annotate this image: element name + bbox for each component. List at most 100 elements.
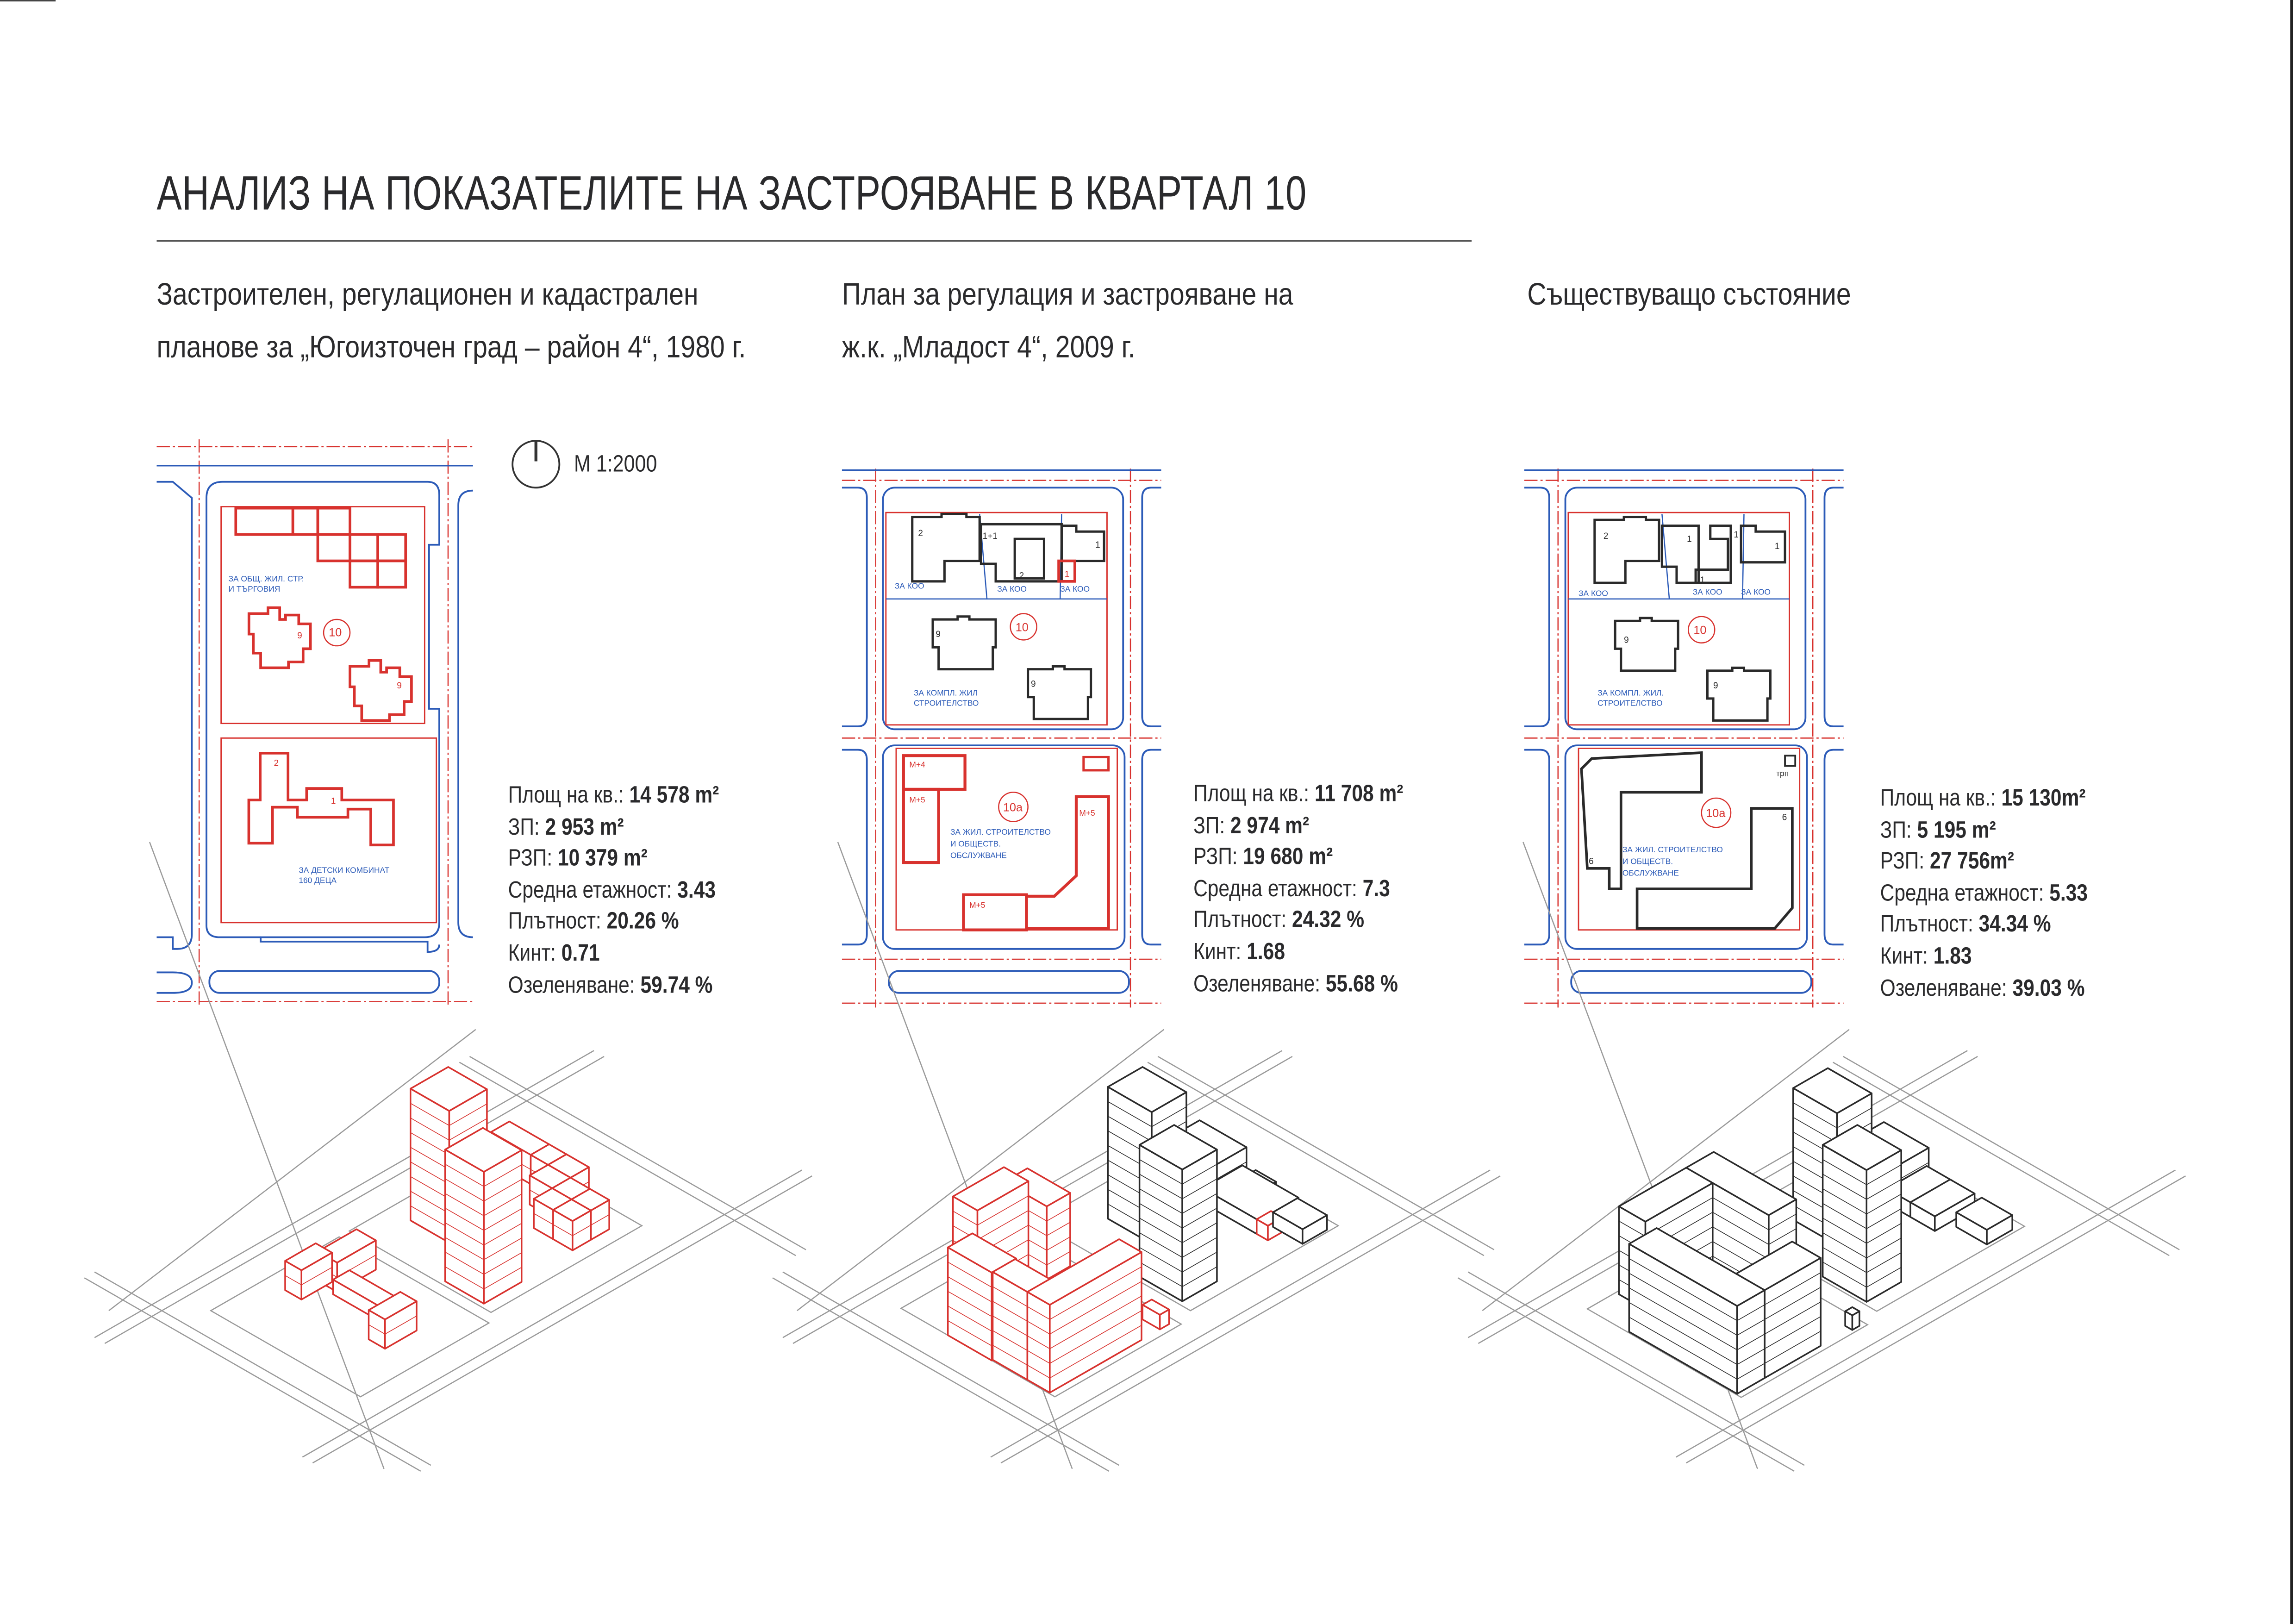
building-footprint: [1706, 666, 1772, 722]
building-footprint: [931, 615, 997, 671]
plan-label: ЗА КОО: [1741, 587, 1771, 596]
floor-line: [992, 1330, 1028, 1351]
plan-label: 10: [329, 626, 342, 639]
street-edge: [94, 1050, 594, 1338]
plan-label: 10: [1693, 624, 1706, 637]
floor-line: [410, 1118, 449, 1141]
floor-line: [1027, 1321, 1050, 1335]
column-1-subtitle: Застроителен, регулационен и кадастрален…: [156, 269, 746, 375]
street-curb: [457, 489, 473, 938]
floor-line: [948, 1276, 992, 1302]
plan-label: 1: [1065, 569, 1070, 579]
building-footprint: [1082, 756, 1110, 772]
floor-line: [1866, 1252, 1902, 1273]
title-rule: [156, 240, 1472, 242]
building-roof: [1844, 1306, 1860, 1317]
street-edge: [1467, 1271, 1805, 1466]
stat-row: ЗП: 2 974 m²: [1193, 811, 1403, 842]
floor-line: [992, 1286, 1028, 1307]
street-edge: [302, 1169, 802, 1458]
plan-label: ЗА КОМПЛ. ЖИЛ: [914, 688, 978, 698]
axon-building: [1628, 1227, 1766, 1395]
page-title: АНАЛИЗ НА ПОКАЗАТЕЛИТЕ НА ЗАСТРОЯВАНЕ В …: [156, 165, 1307, 220]
stat-row: РЗП: 19 680 m²: [1193, 842, 1403, 874]
floor-line: [1793, 1117, 1837, 1143]
plan-label: 1: [331, 797, 336, 806]
floor-line: [1139, 1232, 1183, 1258]
plan-label: ЗА КОО: [1578, 588, 1608, 598]
floor-line: [948, 1262, 992, 1288]
floor-line: [445, 1164, 484, 1187]
floor-line: [977, 1210, 1029, 1240]
floor-line: [1628, 1302, 1738, 1365]
lot-divider: [1661, 514, 1670, 599]
floor-line: [1107, 1101, 1152, 1127]
plan-label: 2: [274, 758, 279, 768]
floor-line: [1628, 1258, 1738, 1321]
building-roof: [1822, 1124, 1902, 1171]
building-footprint: [911, 512, 981, 583]
subtitle-line: Съществуващо състояние: [1527, 278, 1851, 312]
street-curb: [1141, 487, 1161, 727]
stat-label: Площ на кв.:: [1880, 786, 1996, 812]
floor-line: [1049, 1325, 1142, 1379]
stat-label: РЗП:: [1193, 845, 1238, 870]
building-footprint: [234, 506, 294, 536]
plan-label: ЗА КОО: [1060, 584, 1090, 593]
floor-line: [533, 1213, 554, 1225]
building-footprint: [1593, 516, 1660, 584]
plan-label: 6: [1782, 812, 1787, 822]
plan-label: ЗА ЖИЛ. СТРОИТЕЛСТВО: [1622, 845, 1723, 854]
stat-label: Озеленяване:: [1880, 976, 2007, 1001]
floor-line: [1866, 1223, 1902, 1244]
stat-value: 5 195 m²: [1917, 818, 1996, 843]
floor-line: [1793, 1102, 1837, 1129]
stat-value: 2 953 m²: [545, 815, 624, 840]
plan-label: 1+1: [983, 531, 998, 541]
stat-row: РЗП: 10 379 m²: [508, 844, 719, 875]
floor-line: [1182, 1266, 1217, 1287]
floor-line: [483, 1267, 522, 1290]
floor-line: [1182, 1222, 1217, 1243]
stat-value: 3.43: [677, 878, 716, 904]
floor-line: [410, 1191, 449, 1214]
stat-label: ЗП:: [1880, 818, 1912, 843]
stat-value: 55.68 %: [1325, 972, 1398, 997]
block-outline: [1564, 744, 1808, 950]
floor-line: [410, 1147, 449, 1170]
stat-value: 20.26 %: [606, 910, 679, 935]
floor-line: [1866, 1208, 1902, 1229]
stat-label: Плътност:: [1193, 908, 1287, 934]
stat-label: Озеленяване:: [1193, 972, 1321, 997]
street-edge: [312, 1175, 812, 1464]
floor-line: [1764, 1301, 1821, 1335]
street-edge: [149, 842, 385, 1469]
plan-label: 9: [397, 681, 402, 691]
floor-line: [1737, 1363, 1765, 1380]
street-edge: [1457, 1277, 1795, 1472]
street-edge: [797, 1029, 1165, 1312]
floor-line: [1027, 1365, 1050, 1379]
axon-building: [552, 1199, 592, 1251]
stat-value: 1.68: [1247, 940, 1285, 965]
stat-label: Кинт:: [1193, 940, 1242, 965]
stat-label: ЗП:: [508, 815, 540, 840]
floor-line: [1046, 1251, 1071, 1266]
building-roof: [1026, 1238, 1142, 1306]
plan-label: 10а: [1706, 807, 1726, 820]
street-edge: [1000, 1175, 1501, 1464]
plan-label: ЗА ЖИЛ. СТРОИТЕЛСТВО: [950, 827, 1051, 837]
floor-line: [1139, 1203, 1183, 1229]
parcel-outline: [885, 512, 1108, 726]
floor-line: [1822, 1247, 1867, 1273]
street-edge: [1843, 1056, 2180, 1250]
floor-line: [1628, 1317, 1738, 1380]
stat-row: ЗП: 5 195 m²: [1880, 815, 2088, 847]
floor-line: [445, 1237, 484, 1260]
stat-row: ЗП: 2 953 m²: [508, 812, 719, 843]
stat-row: Плътност: 20.26 %: [508, 907, 719, 938]
street-curb: [842, 749, 868, 946]
plan-label: 160 ДЕЦА: [299, 875, 337, 885]
subtitle-line: ж.к. „Младост 4“, 2009 г.: [842, 331, 1136, 365]
